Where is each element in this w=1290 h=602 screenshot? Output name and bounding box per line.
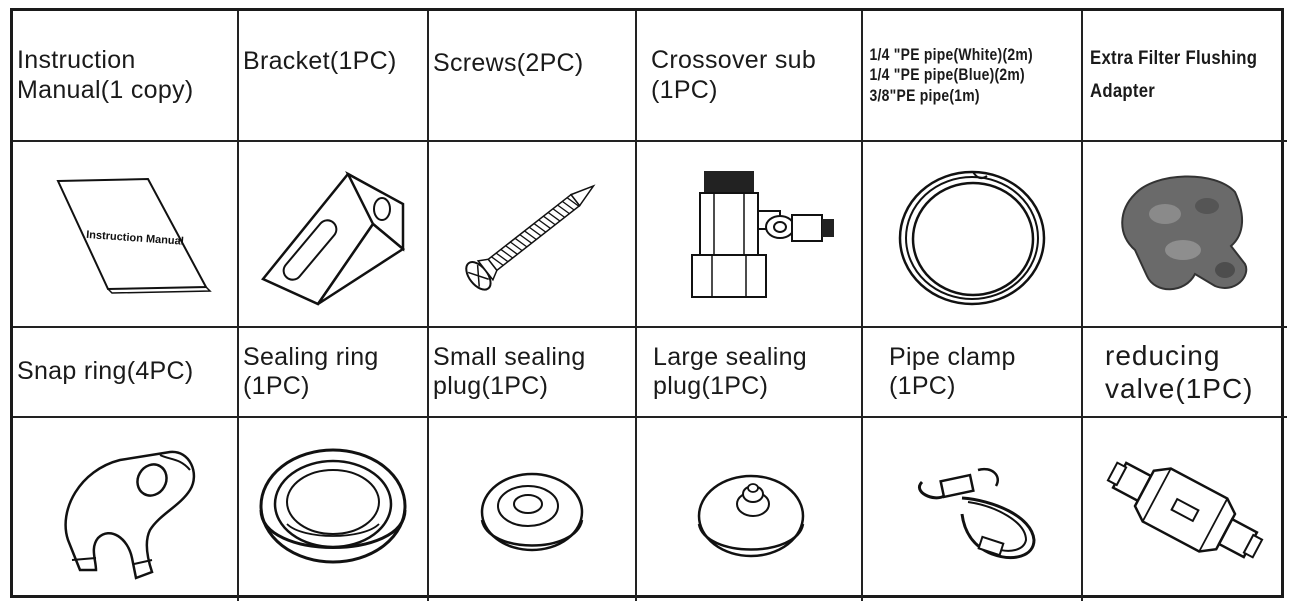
picture-snap-ring	[13, 418, 239, 601]
label-crossover-sub: Crossover sub (1PC)	[637, 11, 863, 142]
label-reducing-valve: reducing valve(1PC)	[1083, 328, 1287, 418]
picture-crossover-sub	[637, 142, 863, 328]
label-pe-pipe: 1/4 "PE pipe(White)(2m) 1/4 "PE pipe(Blu…	[869, 45, 1033, 105]
screw-icon	[465, 184, 596, 291]
label-sealing-ring: Sealing ring (1PC)	[239, 328, 429, 418]
label-flushing-adapter: Extra Filter Flushing Adapter	[1090, 48, 1258, 102]
small-sealing-plug-icon	[480, 472, 584, 551]
snap-ring-icon	[64, 450, 196, 580]
bracket-icon	[261, 170, 406, 306]
label-large-sealing-plug: Large sealing plug(1PC)	[637, 328, 863, 418]
sealing-ring-icon	[259, 448, 407, 563]
picture-instruction-manual: Instruction Manual	[13, 142, 239, 328]
picture-bracket	[239, 142, 429, 328]
label-flushing-adapter-cell: Extra Filter Flushing Adapter	[1083, 11, 1287, 142]
flushing-adapter-icon	[1121, 175, 1248, 291]
picture-large-sealing-plug	[637, 418, 863, 601]
label-small-sealing-plug: Small sealing plug(1PC)	[429, 328, 637, 418]
instruction-manual-icon: Instruction Manual	[56, 177, 212, 294]
label-instruction-manual: Instruction Manual(1 copy)	[13, 11, 239, 142]
reducing-valve-icon	[1106, 460, 1264, 559]
label-pipe-clamp: Pipe clamp (1PC)	[863, 328, 1083, 418]
picture-pe-pipe	[863, 142, 1083, 328]
picture-reducing-valve	[1083, 418, 1287, 601]
label-snap-ring: Snap ring(4PC)	[13, 328, 239, 418]
crossover-sub-icon	[691, 171, 834, 298]
label-screws: Screws(2PC)	[429, 11, 637, 142]
large-sealing-plug-icon	[697, 474, 805, 557]
parts-list-table: Instruction Manual(1 copy) Bracket(1PC) …	[10, 8, 1287, 601]
picture-small-sealing-plug	[429, 418, 637, 601]
picture-screws	[429, 142, 637, 328]
label-bracket: Bracket(1PC)	[239, 11, 429, 142]
picture-sealing-ring	[239, 418, 429, 601]
picture-flushing-adapter	[1083, 142, 1287, 328]
pipe-clamp-icon	[918, 467, 1036, 559]
label-pe-pipe-cell: 1/4 "PE pipe(White)(2m) 1/4 "PE pipe(Blu…	[863, 11, 1083, 142]
picture-pipe-clamp	[863, 418, 1083, 601]
pe-pipe-coil-icon	[898, 170, 1046, 306]
